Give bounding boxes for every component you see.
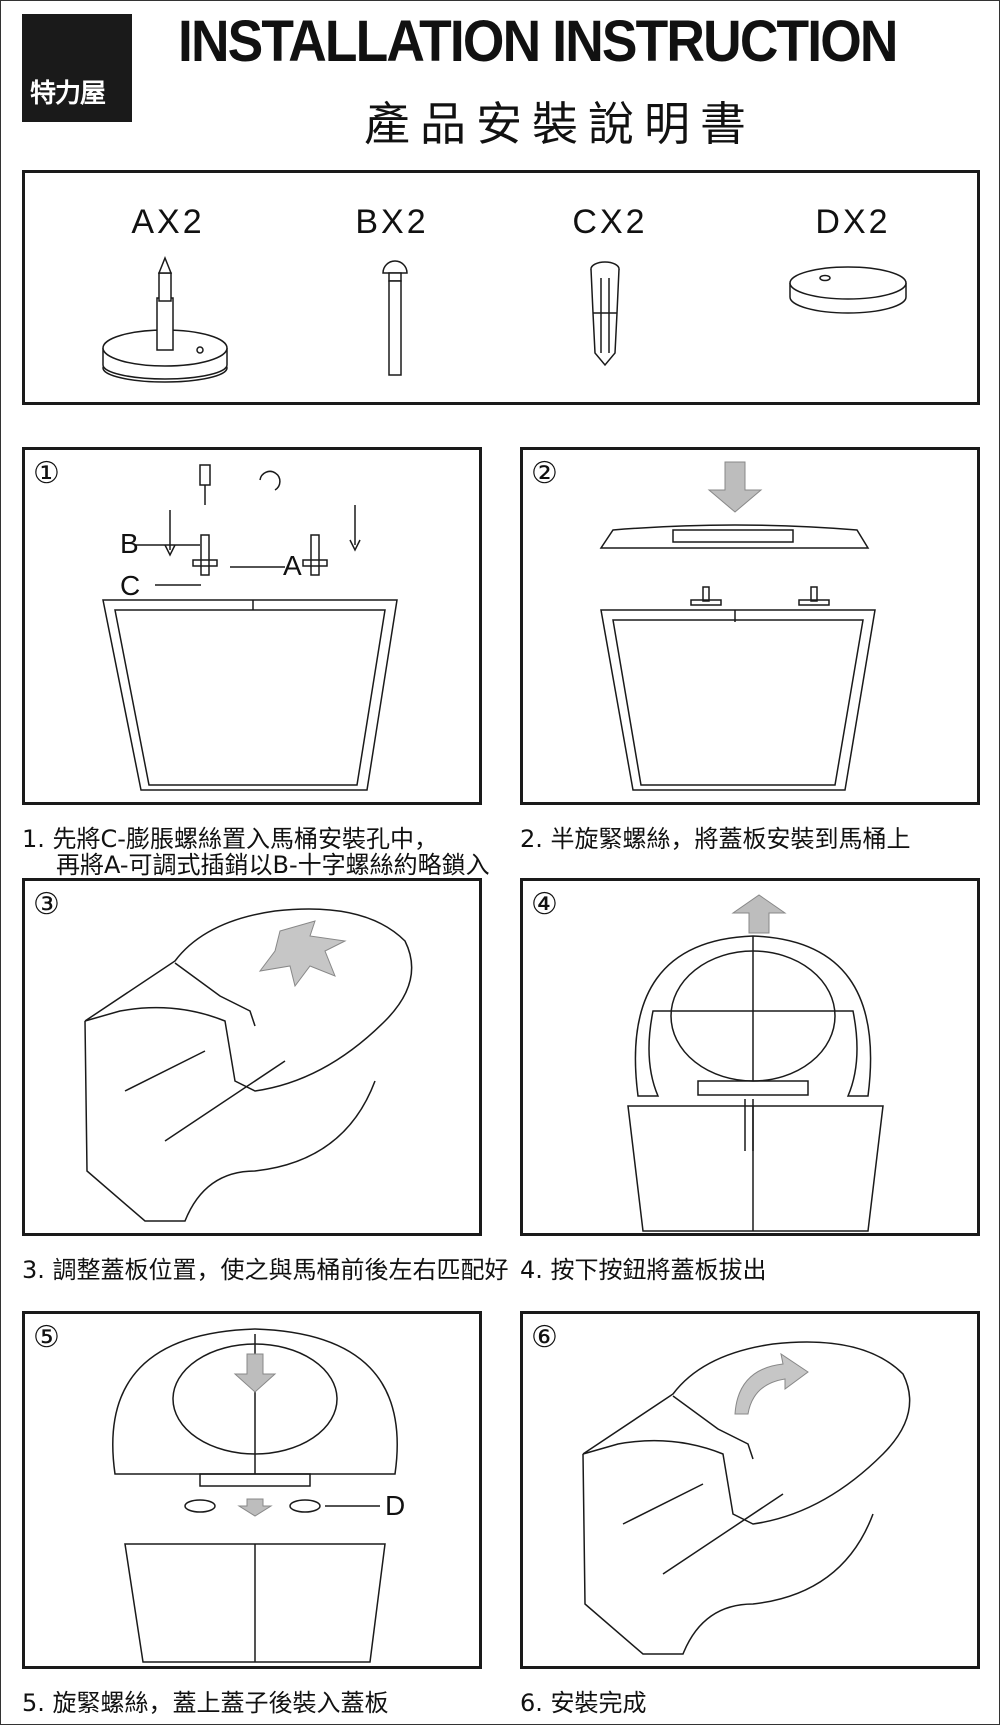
step-4-panel: ④ xyxy=(520,878,980,1236)
step-3-illustration xyxy=(84,908,413,1222)
move-arrows-icon xyxy=(258,920,347,988)
step-6-panel: ⑥ xyxy=(520,1311,980,1669)
step-5-panel: ⑤ D xyxy=(22,1311,482,1669)
page-title: INSTALLATION INSTRUCTION xyxy=(178,9,898,74)
part-a-label: AX2 xyxy=(131,203,205,241)
expansion-anchor-icon xyxy=(590,261,620,367)
brand-logo-text: 特力屋 xyxy=(30,79,106,109)
step-1-caption-line2: 再將A-可調式插銷以B-十字螺絲約略鎖入 xyxy=(56,851,490,879)
step-1-illustration xyxy=(102,464,398,791)
rotate-arrow-icon xyxy=(734,1352,809,1415)
step-6-number: ⑥ xyxy=(531,1320,558,1355)
step-2-caption: 2. 半旋緊螺絲，將蓋板安裝到馬桶上 xyxy=(520,825,911,853)
step-3-caption: 3. 調整蓋板位置，使之與馬桶前後左右匹配好 xyxy=(22,1256,509,1284)
step-4-illustration xyxy=(627,894,884,1232)
step-3-panel: ③ xyxy=(22,878,482,1236)
part-c-label: CX2 xyxy=(572,203,648,241)
brand-logo: 特力屋 xyxy=(22,14,132,122)
step-4-caption: 4. 按下按鈕將蓋板拔出 xyxy=(520,1256,767,1284)
step-5-caption: 5. 旋緊螺絲，蓋上蓋子後裝入蓋板 xyxy=(22,1689,389,1717)
page-subtitle: 產品安裝說明書 xyxy=(364,97,756,151)
down-arrow-icon xyxy=(707,461,763,513)
label-c: C xyxy=(120,570,141,601)
up-arrow-icon xyxy=(731,894,787,934)
part-b-label: BX2 xyxy=(355,203,429,241)
label-a: A xyxy=(283,550,302,581)
parts-list: AX2 BX2 CX2 DX2 xyxy=(22,170,980,405)
part-d-label: DX2 xyxy=(815,203,891,241)
step-6-caption: 6. 安裝完成 xyxy=(520,1689,647,1717)
label-d: D xyxy=(385,1490,406,1521)
step-1-panel: ① B C A xyxy=(22,447,482,805)
step-1-number: ① xyxy=(33,456,60,491)
step-4-number: ④ xyxy=(531,887,558,922)
step-3-number: ③ xyxy=(33,887,60,922)
step-6-illustration xyxy=(582,1341,911,1655)
step-2-number: ② xyxy=(531,456,558,491)
step-2-panel: ② xyxy=(520,447,980,805)
screw-icon xyxy=(382,260,408,376)
step-5-number: ⑤ xyxy=(33,1320,60,1355)
cover-cap-icon xyxy=(789,266,907,314)
step-2-illustration xyxy=(599,461,876,791)
down-arrow-icon xyxy=(233,1353,277,1393)
step-1-caption: 1. 先將C-膨脹螺絲置入馬桶安裝孔中， xyxy=(22,825,438,853)
adjustable-pin-icon xyxy=(102,255,228,383)
step-5-illustration xyxy=(112,1328,398,1663)
label-b: B xyxy=(120,528,139,559)
small-down-arrow-icon xyxy=(237,1498,273,1517)
